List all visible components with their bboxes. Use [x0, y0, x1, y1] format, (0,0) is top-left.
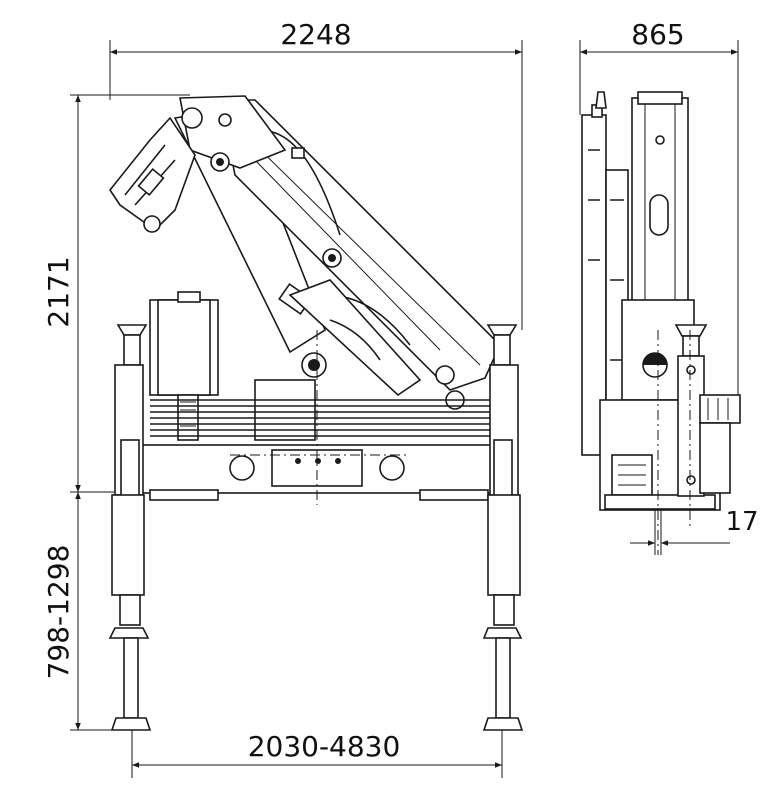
dim-outrigger-span: 2030-4830 [248, 730, 401, 763]
front-right-outrigger [482, 324, 524, 731]
front-left-outrigger [108, 324, 152, 731]
dim-offset: 17 [725, 507, 758, 537]
front-view-base [139, 291, 511, 505]
dim-side-width: 865 [631, 18, 684, 51]
front-view-crane [109, 95, 501, 441]
dim-height: 2171 [42, 256, 75, 327]
side-view-crane [581, 91, 741, 555]
dim-overall-width: 2248 [280, 18, 351, 51]
dim-leg-extension: 798-1298 [42, 545, 75, 680]
